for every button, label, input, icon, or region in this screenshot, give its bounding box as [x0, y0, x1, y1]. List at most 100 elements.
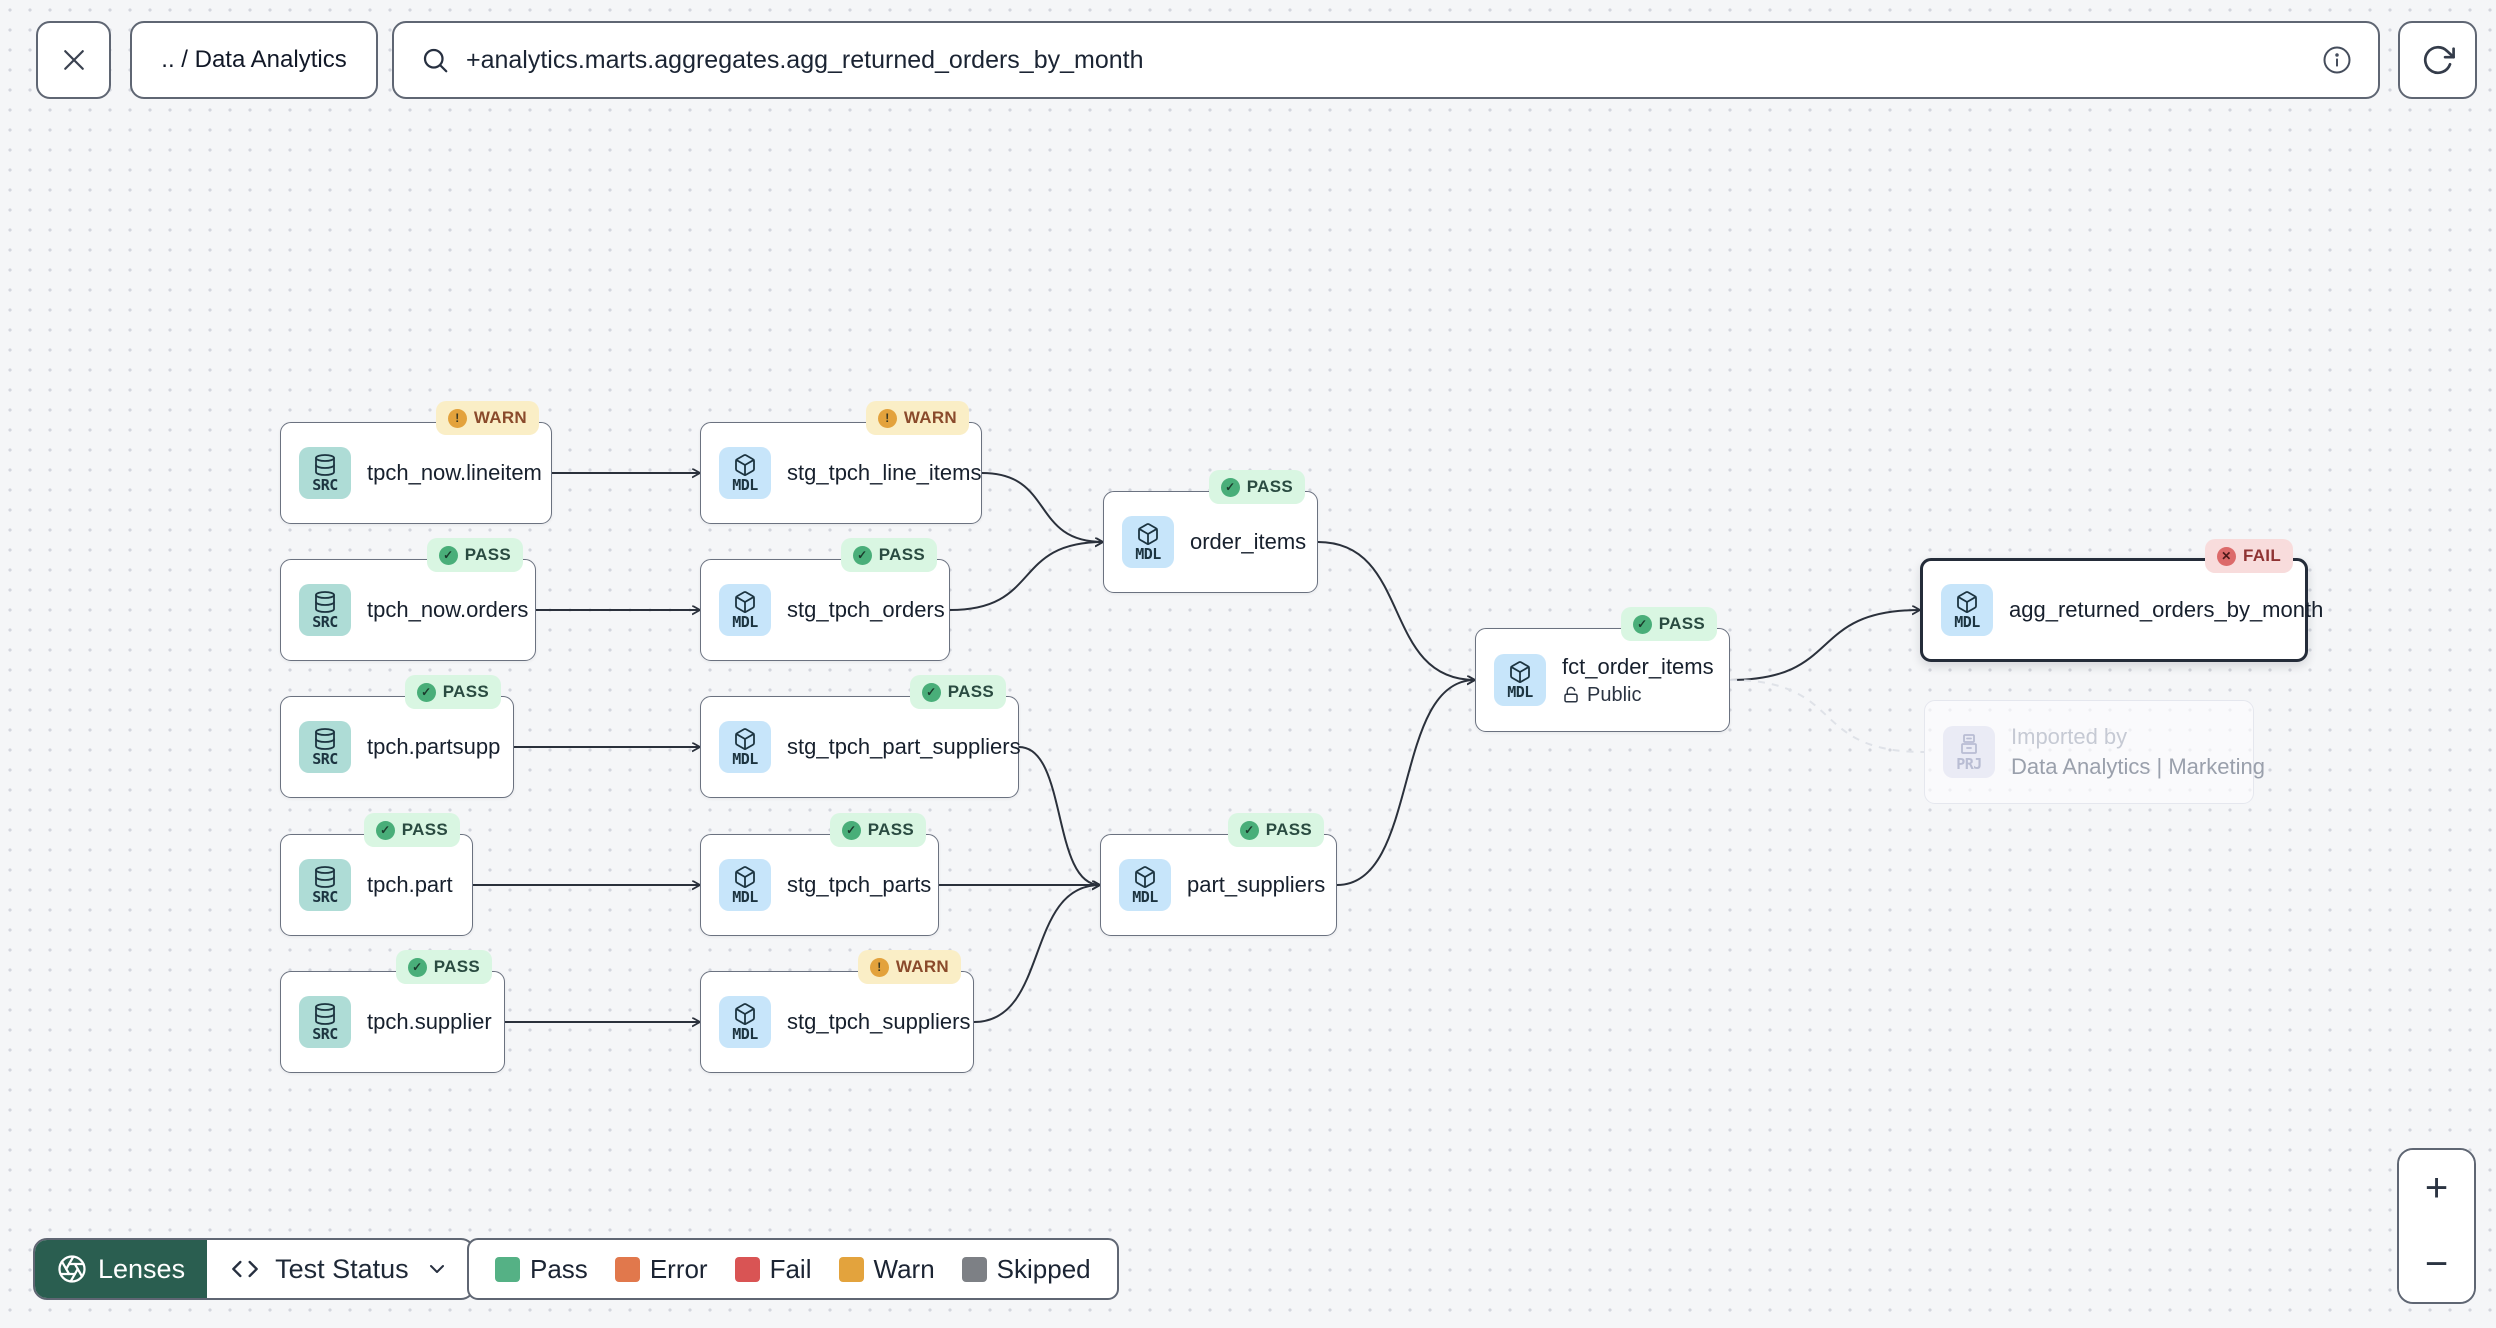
node-title: part_suppliers: [1187, 872, 1326, 897]
node-access: Public: [1562, 684, 1711, 707]
pass-icon: ✓: [1220, 477, 1240, 497]
node-title: stg_tpch_line_items: [787, 460, 982, 485]
info-icon[interactable]: [2322, 45, 2352, 75]
legend-swatch: [614, 1256, 640, 1282]
pass-icon: ✓: [407, 957, 427, 977]
node-title: tpch.supplier: [367, 1009, 492, 1034]
pass-icon: ✓: [921, 682, 941, 702]
source-icon: SRC: [299, 859, 351, 911]
source-icon: SRC: [299, 996, 351, 1048]
model-icon: MDL: [719, 721, 771, 773]
warn-icon: !: [877, 408, 897, 428]
node-title: tpch_now.orders: [367, 597, 529, 622]
pass-icon: ✓: [852, 545, 872, 565]
node-title: agg_returned_orders_by_month: [2009, 597, 2324, 622]
model-icon: MDL: [1122, 516, 1174, 568]
pass-icon: ✓: [438, 545, 458, 565]
node-text: stg_tpch_suppliers: [787, 1009, 971, 1035]
node-title: Data Analytics | Marketing: [2011, 754, 2265, 779]
pass-icon: ✓: [841, 820, 861, 840]
pass-icon: ✓: [416, 682, 436, 702]
graph-edge: [1317, 541, 1475, 680]
lenses-button[interactable]: Lenses: [35, 1240, 208, 1298]
fail-icon: ✕: [2216, 546, 2236, 566]
zoom-control: + −: [2397, 1148, 2476, 1304]
pass-icon: ✓: [1239, 820, 1259, 840]
zoom-in-button[interactable]: +: [2399, 1150, 2474, 1226]
graph-node-tpch.supplier[interactable]: ✓PASS SRC tpch.supplier: [280, 950, 505, 1073]
model-icon: MDL: [1494, 654, 1546, 706]
node-text: agg_returned_orders_by_month: [2009, 597, 2324, 623]
lens-selector-label: Test Status: [275, 1253, 409, 1284]
node-text: stg_tpch_line_items: [787, 460, 982, 486]
node-text: tpch.supplier: [367, 1009, 492, 1035]
graph-edge: [1018, 746, 1100, 885]
lens-selector[interactable]: Test Status: [207, 1240, 473, 1298]
zoom-out-button[interactable]: −: [2399, 1226, 2474, 1302]
graph-edge: [949, 542, 1103, 611]
node-title: stg_tpch_suppliers: [787, 1009, 971, 1034]
node-title: stg_tpch_parts: [787, 872, 932, 897]
pass-icon: ✓: [375, 820, 395, 840]
node-text: stg_tpch_parts: [787, 872, 932, 898]
node-text: Imported by Data Analytics | Marketing: [2011, 724, 2265, 780]
legend-swatch: [838, 1256, 864, 1282]
node-text: tpch_now.lineitem: [367, 460, 542, 486]
legend-item-fail: Fail: [734, 1254, 812, 1285]
graph-edge: [1336, 680, 1475, 886]
search-box: [392, 21, 2380, 99]
project-icon: PRJ: [1943, 726, 1995, 778]
node-text: tpch.partsupp: [367, 734, 500, 760]
search-input[interactable]: [466, 45, 2306, 75]
node-title: fct_order_items: [1562, 653, 1714, 679]
aperture-icon: [58, 1255, 86, 1283]
breadcrumb[interactable]: .. / Data Analytics: [130, 21, 378, 99]
legend-item-pass: Pass: [495, 1254, 588, 1285]
model-icon: MDL: [1941, 584, 1993, 636]
node-title: stg_tpch_orders: [787, 597, 945, 622]
node-text: tpch_now.orders: [367, 597, 529, 623]
lenses-label: Lenses: [98, 1253, 186, 1284]
model-icon: MDL: [719, 447, 771, 499]
test-status-badge: ✓PASS: [829, 813, 926, 847]
close-icon: [63, 50, 84, 70]
test-status-badge: ✓PASS: [404, 675, 501, 709]
graph-node-imported_by[interactable]: PRJ Imported by Data Analytics | Marketing: [1924, 700, 2265, 804]
test-status-badge: !WARN: [857, 950, 961, 984]
refresh-button[interactable]: [2398, 21, 2477, 99]
node-title: tpch.part: [367, 872, 453, 897]
node-title: order_items: [1190, 529, 1307, 554]
node-text: tpch.part: [367, 872, 453, 898]
graph-edge: [1729, 610, 1920, 681]
legend-swatch: [495, 1256, 520, 1282]
node-title: tpch_now.lineitem: [367, 460, 542, 485]
node-toplabel: Imported by: [2011, 724, 2128, 749]
test-status-badge: ✓PASS: [840, 538, 937, 572]
graph-edge: [973, 885, 1100, 1023]
node-text: stg_tpch_orders: [787, 597, 945, 623]
close-button[interactable]: [36, 21, 111, 99]
node-text: order_items: [1190, 529, 1307, 555]
test-status-badge: ✓PASS: [395, 950, 492, 984]
test-status-badge: ✓PASS: [909, 675, 1006, 709]
lenses-bar: Lenses Test Status: [33, 1238, 475, 1300]
model-icon: MDL: [1119, 859, 1171, 911]
pass-icon: ✓: [1632, 614, 1652, 634]
legend-item-error: Error: [614, 1254, 708, 1285]
source-icon: SRC: [299, 584, 351, 636]
